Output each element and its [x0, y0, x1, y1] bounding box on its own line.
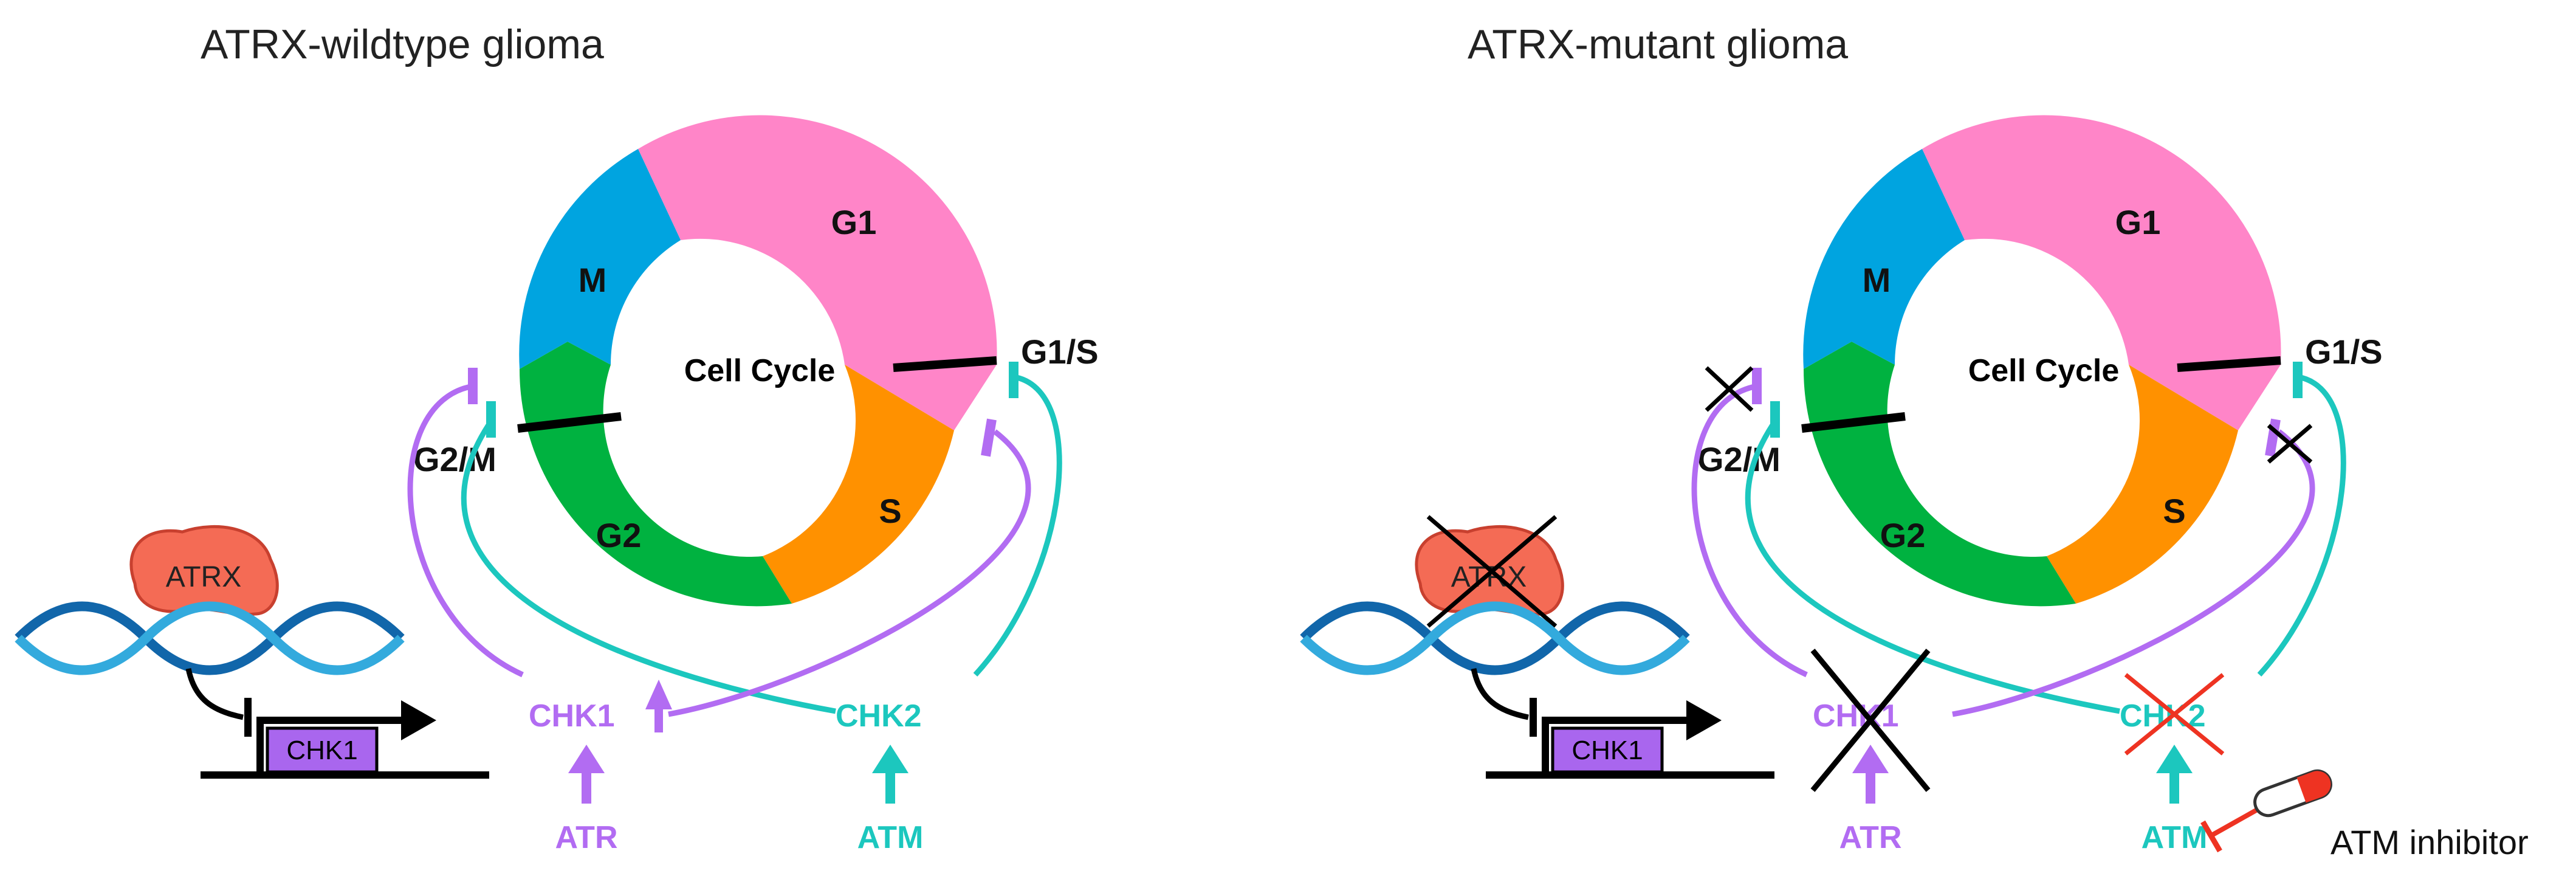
phase-m-label: M: [1863, 261, 1891, 299]
atm-to-chk2-arrow: [872, 745, 908, 804]
atm-label: ATM: [857, 820, 924, 855]
phase-g2-segment: [519, 342, 792, 607]
atm-to-chk2-arrow: [2156, 745, 2193, 804]
chk2-to-g1s-line: [2257, 374, 2346, 677]
chk2-to-g2m-line: [461, 418, 836, 714]
chk2-to-g2m-line: [1745, 418, 2120, 714]
g2m-label: G2/M: [413, 440, 496, 478]
chk1-to-g2m-line: [1691, 383, 1808, 678]
phase-g2-segment: [1803, 342, 2076, 607]
atr-label: ATR: [1839, 820, 1901, 855]
phase-s-label: S: [2163, 492, 2185, 530]
g1s-label: G1/S: [1021, 332, 1099, 371]
chk1-gene-box: [1551, 726, 1664, 774]
panel-title: ATRX-wildtype glioma: [201, 21, 604, 67]
gene-promoter-arrow: [256, 717, 401, 775]
atrx-repression-line: [1471, 668, 1529, 720]
phase-s-segment: [763, 365, 954, 604]
cell-cycle-ring: G1 S G2 M Cell Cycle G1/S G2/M: [1691, 115, 2529, 861]
atm-label: ATM: [2142, 820, 2208, 855]
gene-promoter-arrow: [1542, 717, 1686, 775]
pill-icon: [2253, 769, 2332, 818]
chk1-label: CHK1: [529, 698, 615, 734]
chk1-to-g2m-line: [407, 383, 524, 678]
cell-cycle-label: Cell Cycle: [684, 353, 836, 388]
chk1-upregulation-arrow: [645, 680, 672, 732]
atr-to-chk1-arrow: [1852, 745, 1889, 804]
phase-m-label: M: [579, 261, 607, 299]
cell-cycle-ring: G1 S G2 M Cell Cycle: [519, 115, 997, 607]
panel-atrx-wildtype: ATRX-wildtype glioma G1 S G2 M Cell Cycl…: [18, 21, 1099, 855]
phase-g2-label: G2: [596, 516, 642, 554]
panel-atrx-mutant: ATRX-mutant glioma G1 S G2 M Cell Cycle …: [1303, 21, 2529, 861]
phase-g1-segment: [1922, 115, 2281, 430]
atrx-dna-group: ATRX CHK1: [1303, 515, 1774, 779]
chk1-gene-label: CHK1: [1571, 736, 1643, 765]
gene-arrow-head: [1686, 700, 1722, 740]
atr-label: ATR: [555, 820, 617, 855]
inhibitor-line: [2210, 806, 2261, 838]
chk1-gene-label: CHK1: [286, 736, 357, 765]
gene-arrow-head: [401, 700, 436, 740]
chk1-g1s-inhibit-bar: [2265, 418, 2281, 457]
phase-s-segment: [2047, 365, 2238, 604]
panel-title: ATRX-mutant glioma: [1468, 21, 1848, 67]
chk1-loss-cross: [1810, 649, 1931, 792]
atrx-label: ATRX: [166, 561, 241, 593]
chk1-g1s-inhibit-bar: [981, 418, 997, 457]
atr-to-chk1-arrow: [568, 745, 605, 804]
chk2-inhibited-cross: [2124, 673, 2225, 756]
chk2-to-g1s-line: [973, 374, 1062, 677]
atrx-label: ATRX: [1451, 561, 1527, 593]
g2m-checkpoint-bar: [1801, 412, 1906, 433]
inhibitor-bar: [2200, 820, 2222, 853]
g1s-chk1-block-cross: [2267, 424, 2313, 464]
cell-cycle-label: Cell Cycle: [1968, 353, 2120, 388]
g2m-label: G2/M: [1697, 440, 1781, 478]
phase-g1-segment: [638, 115, 997, 430]
g2m-checkpoint-bar: [517, 412, 622, 433]
dna-helix: [18, 607, 401, 670]
g1s-checkpoint-bar: [2177, 356, 2281, 372]
chk1-gene-box: [266, 726, 379, 774]
atrx-repression-line: [185, 668, 244, 720]
atm-inhibitor-label: ATM inhibitor: [2330, 823, 2529, 861]
phase-g2-label: G2: [1880, 516, 1926, 554]
chk2-label: CHK2: [836, 698, 922, 734]
atrx-loss-cross: [1426, 515, 1558, 628]
phase-m-segment: [1803, 149, 1965, 369]
phase-g1-label: G1: [2115, 203, 2161, 241]
chk1-to-g1s-line: [668, 429, 1031, 717]
phase-g1-label: G1: [831, 203, 877, 241]
phase-s-label: S: [879, 492, 901, 530]
g1s-checkpoint-bar: [893, 356, 997, 372]
g2m-chk1-block-cross: [1705, 366, 1754, 412]
chk1-to-g1s-line: [1952, 429, 2315, 717]
phase-m-segment: [519, 149, 681, 369]
dna-helix: [1303, 607, 1686, 670]
g1s-label: G1/S: [2305, 332, 2383, 371]
